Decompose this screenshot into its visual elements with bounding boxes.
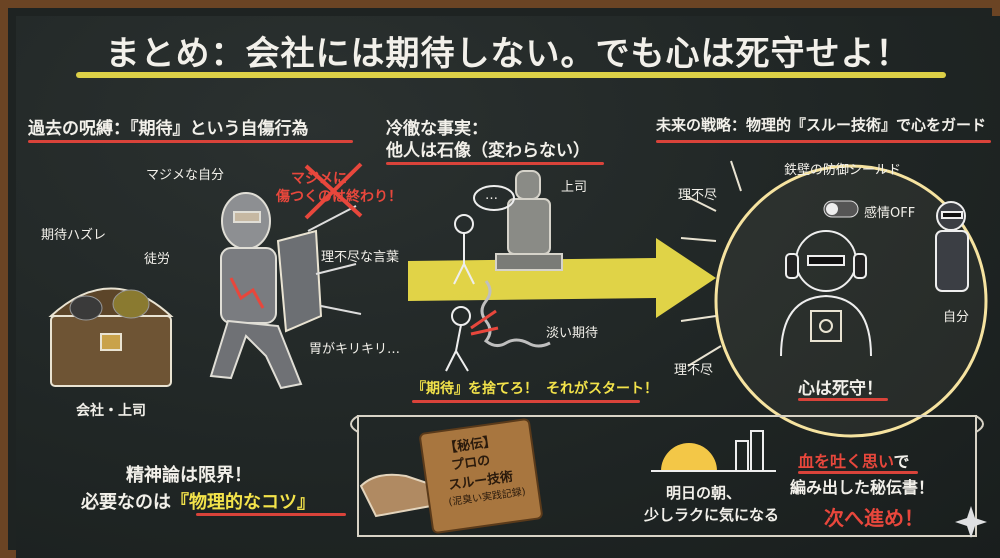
thought-bubble xyxy=(473,185,515,211)
label-dots: … xyxy=(485,188,498,203)
label-serious-self: マジメな自分 xyxy=(146,168,225,183)
bottom-left-line-1: 精神論は限界！ xyxy=(126,465,252,486)
scissors-icon xyxy=(470,309,499,336)
final-line-1a: 血を吐く思い xyxy=(798,452,894,471)
final-line-3: 次へ進め！ xyxy=(824,506,924,530)
protective-shield-bubble xyxy=(714,164,988,438)
illustration-layer xyxy=(48,160,988,538)
middle-heading-underline xyxy=(386,162,604,165)
safe-icon xyxy=(810,310,842,342)
arrows-hitting-shield xyxy=(307,205,362,315)
label-futile: 徒労 xyxy=(144,252,171,267)
label-unfair-words: 理不尽な言葉 xyxy=(321,250,400,265)
wound-mark xyxy=(229,277,265,309)
label-expect-miss: 期待ハズレ xyxy=(41,228,107,243)
label-shield: 鉄壁の防御シールド xyxy=(784,163,902,178)
stone-statue-icon xyxy=(495,170,563,271)
page-title: まとめ：会社には期待しない。でも心は死守せよ！ xyxy=(105,34,911,74)
deflected-rays xyxy=(680,160,742,367)
red-x-mark xyxy=(304,162,363,220)
shield-icon xyxy=(276,229,323,333)
chain-icon xyxy=(480,280,551,348)
bottom-left-line-2: 必要なのは『物理的なコツ』 xyxy=(81,488,315,514)
label-boss: 上司 xyxy=(561,180,588,195)
trash-in-chest-icon xyxy=(69,289,150,321)
left-heading: 過去の呪縛：『期待』という自傷行為 xyxy=(28,119,309,139)
right-heading: 未来の戦略：物理的『スルー技術』で心をガード xyxy=(656,116,987,134)
label-stop-hurt-1: マジメに xyxy=(291,171,347,187)
label-stop-hurt-2: 傷つくのは終わり！ xyxy=(276,189,402,205)
title-underline xyxy=(76,72,946,78)
final-line-2: 編み出した秘伝書！ xyxy=(790,478,935,497)
start-underline xyxy=(412,400,640,403)
guard-heart-underline xyxy=(798,398,888,401)
label-faint-hope: 淡い期待 xyxy=(546,326,599,341)
person-looking-icon xyxy=(453,214,475,285)
sunrise-icon xyxy=(651,430,776,472)
hand-holding-book-icon xyxy=(359,418,543,534)
label-unreason-bottom: 理不尽 xyxy=(674,363,714,378)
final-line-1: 血を吐く思いで xyxy=(798,448,910,472)
right-heading-underline xyxy=(656,140,991,143)
middle-heading-2: 他人は石像（変わらない） xyxy=(386,141,590,161)
person-cutting-icon xyxy=(445,306,471,372)
bottom-left-line-2b: 『物理的なコツ』 xyxy=(171,492,315,513)
yellow-arrow xyxy=(408,238,716,318)
label-company-boss: 会社・上司 xyxy=(76,403,146,419)
bottom-left-line-2a: 必要なのは xyxy=(81,492,171,513)
label-self: 自分 xyxy=(943,310,970,325)
label-guard-heart: 心は死守！ xyxy=(798,379,883,399)
chalkboard: まとめ：会社には期待しない。でも心は死守せよ！ 過去の呪縛：『期待』という自傷行… xyxy=(16,16,1000,558)
scroll-banner xyxy=(350,415,984,537)
label-unreason-top: 理不尽 xyxy=(678,188,718,203)
final-underline xyxy=(798,471,918,474)
label-emotion-off: 感情OFF xyxy=(864,206,916,221)
morning-line-1: 明日の朝、 xyxy=(666,484,742,502)
middle-heading-1: 冷徹な事実： xyxy=(386,119,488,139)
headphone-person-icon xyxy=(780,230,872,357)
label-start-1: 『期待』を捨てろ！ xyxy=(412,381,538,397)
treasure-chest-icon xyxy=(48,287,174,387)
final-line-1b: で xyxy=(893,452,910,471)
label-start-2: それがスタート！ xyxy=(546,381,658,397)
label-stomach: 胃がキリキリ… xyxy=(309,342,401,357)
sparkle-icon xyxy=(955,506,987,538)
emotion-off-toggle-icon xyxy=(823,200,859,218)
left-heading-underline xyxy=(28,140,353,143)
physical-tips-underline xyxy=(196,513,346,516)
suit-person-icon xyxy=(935,201,969,292)
morning-line-2: 少しラクに気になる xyxy=(644,506,780,524)
